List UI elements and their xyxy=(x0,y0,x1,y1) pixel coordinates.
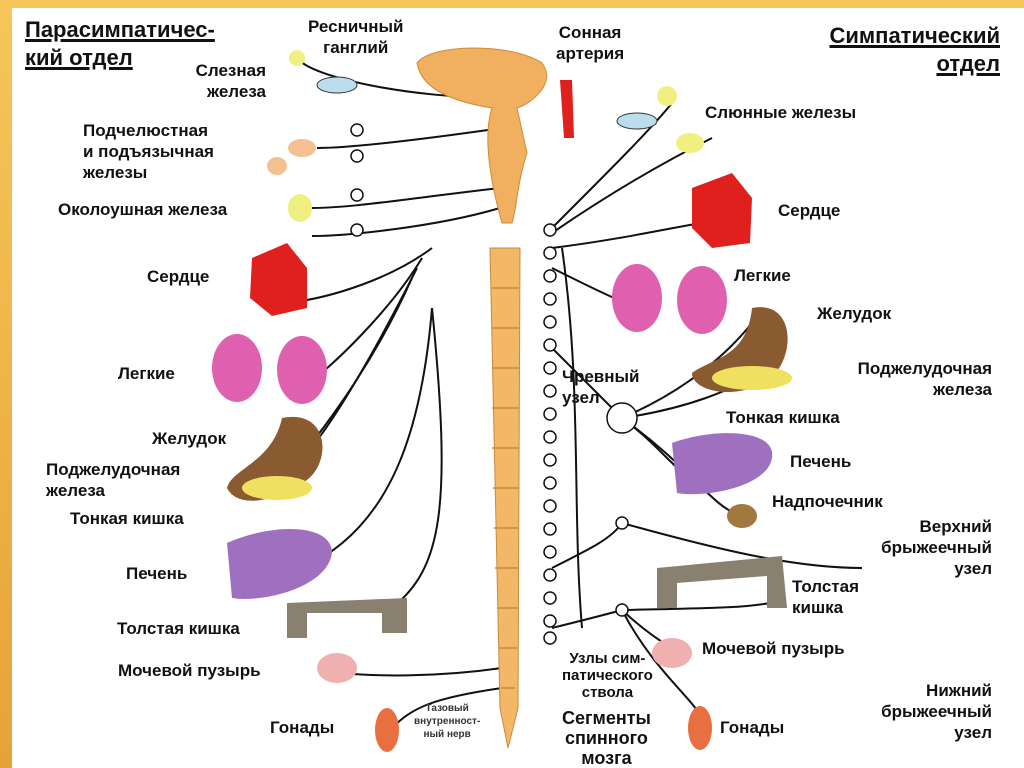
colon-right xyxy=(657,556,787,608)
label-heart-left: Сердце xyxy=(147,267,210,286)
label-small-intestine-right: Тонкая кишка xyxy=(726,408,840,427)
gonad-right xyxy=(688,706,712,750)
label-inferior-mesenteric-ganglion: Нижний брыжеечный узел xyxy=(881,681,992,742)
lung-left-1 xyxy=(212,334,262,402)
submandibular-gland xyxy=(288,139,316,157)
label-gonads-right: Гонады xyxy=(720,718,785,737)
sympathetic-trunk-ganglia xyxy=(350,123,638,645)
brain-shape xyxy=(416,47,548,224)
label-pancreas-right: Поджелудочная железа xyxy=(857,359,992,399)
label-pelvic-splanchnic-nerve: Тазовый внутренност- ный нерв xyxy=(414,703,481,740)
lung-right-2 xyxy=(677,266,727,334)
gonad-left xyxy=(375,708,399,752)
diagram-canvas: Парасимпатичес- кий отдел Симпатический … xyxy=(12,8,1024,768)
label-small-intestine-left: Тонкая кишка xyxy=(70,509,184,528)
label-submandibular: Подчелюстная и подъязычная железы xyxy=(83,121,214,182)
right-organs xyxy=(560,80,792,750)
label-colon-left: Толстая кишка xyxy=(117,619,240,638)
label-celiac-ganglion: Чревный узел xyxy=(562,367,640,407)
eye-right xyxy=(616,112,658,130)
label-carotid-artery: Сонная артерия xyxy=(556,23,625,63)
label-spinal-segments: Сегменты спинного мозга xyxy=(562,708,651,768)
eye-left xyxy=(316,76,358,94)
label-sympathetic-trunk-ganglia: Узлы сим- патического ствола xyxy=(562,650,653,701)
liver-left xyxy=(227,529,332,599)
label-liver-right: Печень xyxy=(790,452,852,471)
lung-left-2 xyxy=(277,336,327,404)
salivary-gland-2 xyxy=(676,133,704,153)
label-colon-right: Толстая кишка xyxy=(792,577,860,617)
pancreas-left xyxy=(242,476,312,500)
label-superior-mesenteric-ganglion: Верхний брыжеечный узел xyxy=(881,517,992,578)
pancreas-right xyxy=(712,366,792,390)
lacrimal-gland xyxy=(289,50,305,66)
bladder-right xyxy=(652,638,692,668)
label-liver-left: Печень xyxy=(126,564,188,583)
label-stomach-right: Желудок xyxy=(817,304,892,323)
label-bladder-right: Мочевой пузырь xyxy=(702,639,845,658)
parotid-gland xyxy=(288,194,312,222)
nervous-system-illustration xyxy=(212,47,863,752)
label-gonads-left: Гонады xyxy=(270,718,335,737)
label-lungs-left: Легкие xyxy=(118,364,175,383)
label-lacrimal-gland: Слезная железа xyxy=(195,61,266,101)
label-heart-right: Сердце xyxy=(778,201,841,220)
lung-right-1 xyxy=(612,264,662,332)
label-pancreas-left: Поджелудочная железа xyxy=(46,460,181,500)
spinal-cord xyxy=(489,247,521,749)
adrenal-gland xyxy=(727,504,757,528)
bladder-left xyxy=(317,653,357,683)
label-bladder-left: Мочевой пузырь xyxy=(118,661,261,680)
label-ciliary-ganglion: Ресничный ганглий xyxy=(308,17,404,57)
label-parotid: Околоушная железа xyxy=(58,200,228,219)
heart-left xyxy=(250,243,307,316)
colon-left xyxy=(287,598,407,638)
liver-right xyxy=(672,433,773,495)
label-stomach-left: Желудок xyxy=(152,429,227,448)
label-adrenal-gland: Надпочечник xyxy=(772,492,883,511)
spinal-segments xyxy=(492,287,519,689)
label-lungs-right: Легкие xyxy=(734,266,791,285)
salivary-gland-1 xyxy=(657,86,677,106)
title-sympathetic: Симпатический отдел xyxy=(829,23,1000,76)
carotid-artery xyxy=(560,80,574,138)
title-parasympathetic: Парасимпатичес- кий отдел xyxy=(25,17,215,70)
label-salivary-glands: Слюнные железы xyxy=(705,103,857,122)
heart-right xyxy=(692,173,752,248)
left-organs xyxy=(212,50,407,752)
